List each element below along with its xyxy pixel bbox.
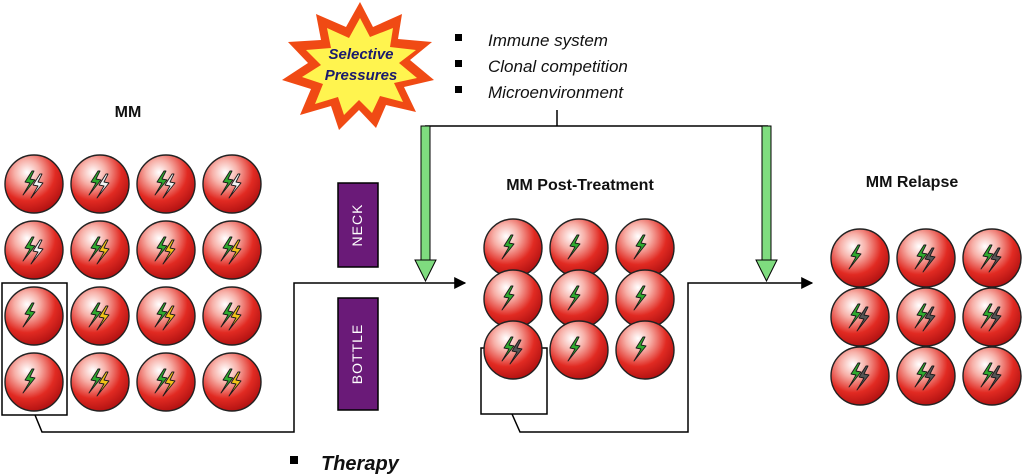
cell <box>483 269 543 329</box>
cell-body <box>483 218 543 278</box>
pressure-arrow-left <box>414 125 437 283</box>
cell-body <box>4 286 64 346</box>
cell <box>830 287 890 347</box>
cell <box>70 154 130 214</box>
cell <box>896 346 956 406</box>
pressure-arrow-right <box>755 125 778 283</box>
cell <box>830 346 890 406</box>
title-relapse: MM Relapse <box>866 174 959 191</box>
burst-inner <box>302 18 417 115</box>
cell-body <box>4 352 64 412</box>
cell-body <box>483 269 543 329</box>
cell <box>483 218 543 278</box>
cell <box>549 218 609 278</box>
cell <box>896 287 956 347</box>
selected-subclone-box-mm <box>1 282 68 416</box>
factor-microenvironment: Microenvironment <box>488 83 624 102</box>
cell-body <box>615 218 675 278</box>
cell <box>962 346 1022 406</box>
cell <box>4 154 64 214</box>
title-mm: MM <box>115 104 142 121</box>
therapy-label-group: Therapy <box>290 453 400 475</box>
cell <box>483 320 543 380</box>
cell <box>136 286 196 346</box>
cell <box>136 220 196 280</box>
cell <box>70 286 130 346</box>
cell <box>70 352 130 412</box>
connector-mm-to-post <box>34 277 467 433</box>
cell <box>962 287 1022 347</box>
cell <box>549 320 609 380</box>
cell <box>615 320 675 380</box>
cell <box>615 269 675 329</box>
pressure-factors-list: Immune system Clonal competition Microen… <box>455 31 628 102</box>
cells-layer <box>4 154 1022 412</box>
cell-body <box>830 228 890 288</box>
factor-immune-system: Immune system <box>488 31 608 50</box>
cell <box>962 228 1022 288</box>
cell <box>202 220 262 280</box>
cell <box>830 228 890 288</box>
cell-body <box>549 320 609 380</box>
bottle-label: BOTTLE <box>349 324 365 384</box>
cell-body <box>615 320 675 380</box>
cell <box>202 154 262 214</box>
cell <box>549 269 609 329</box>
cell <box>202 286 262 346</box>
bullet-icon <box>455 60 462 67</box>
title-post-treatment: MM Post-Treatment <box>506 177 654 194</box>
cell <box>202 352 262 412</box>
cell-body <box>549 218 609 278</box>
cell-group-mm <box>4 154 262 412</box>
burst-line-1: Selective <box>328 46 393 63</box>
bottleneck-neck-box: NECK <box>337 182 379 268</box>
bullet-icon <box>290 456 298 464</box>
cell <box>896 228 956 288</box>
cell <box>615 218 675 278</box>
cell-group-post <box>483 218 675 380</box>
burst-line-2: Pressures <box>325 67 398 84</box>
cell <box>4 352 64 412</box>
selective-pressures-burst: Selective Pressures <box>282 2 434 130</box>
neck-label: NECK <box>349 204 365 247</box>
connector-post-to-relapse <box>511 277 814 433</box>
cell <box>4 286 64 346</box>
factor-clonal-competition: Clonal competition <box>488 57 628 76</box>
cell-body <box>615 269 675 329</box>
therapy-label: Therapy <box>321 453 400 475</box>
cell <box>136 154 196 214</box>
bullet-icon <box>455 86 462 93</box>
bullet-icon <box>455 34 462 41</box>
pressure-bracket <box>414 110 778 283</box>
cell <box>4 220 64 280</box>
cell <box>136 352 196 412</box>
cell-body <box>549 269 609 329</box>
bottleneck-bottle-box: BOTTLE <box>337 297 379 411</box>
cell-group-relapse <box>830 228 1022 406</box>
cell <box>70 220 130 280</box>
